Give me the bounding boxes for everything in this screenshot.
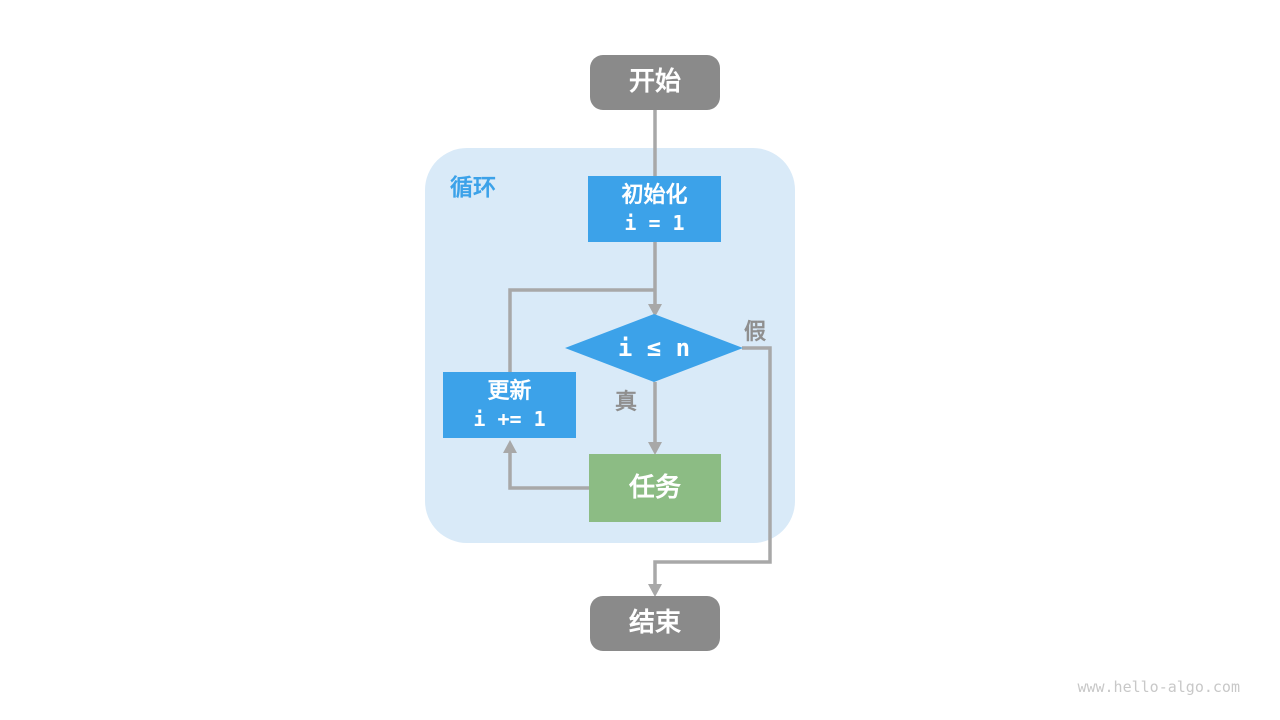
node-start: 开始 <box>590 55 720 110</box>
arrowhead-end <box>648 584 662 597</box>
node-init-code: i = 1 <box>624 211 685 236</box>
edge-update-to-junction <box>508 288 655 372</box>
watermark-text: www.hello-algo.com <box>1077 678 1240 696</box>
node-end: 结束 <box>590 596 720 651</box>
node-end-label: 结束 <box>628 608 681 639</box>
branch-label-true: 真 <box>615 390 638 415</box>
node-condition-code: i ≤ n <box>617 334 691 362</box>
branch-label-false: 假 <box>744 320 767 345</box>
node-update: 更新 i += 1 <box>443 372 576 438</box>
node-task-label: 任务 <box>628 472 681 503</box>
node-start-label: 开始 <box>628 67 681 98</box>
node-init: 初始化 i = 1 <box>588 176 721 242</box>
arrowhead-task <box>648 442 662 455</box>
arrowhead-update <box>503 440 517 453</box>
arrowhead-condition <box>648 304 662 317</box>
loop-region-label: 循环 <box>450 175 496 201</box>
node-update-code: i += 1 <box>473 407 546 432</box>
node-task: 任务 <box>589 454 721 522</box>
edge-task-to-update <box>508 450 589 490</box>
node-init-title: 初始化 <box>621 182 688 208</box>
node-update-title: 更新 <box>487 378 532 404</box>
edge-condition-to-end <box>653 346 772 587</box>
